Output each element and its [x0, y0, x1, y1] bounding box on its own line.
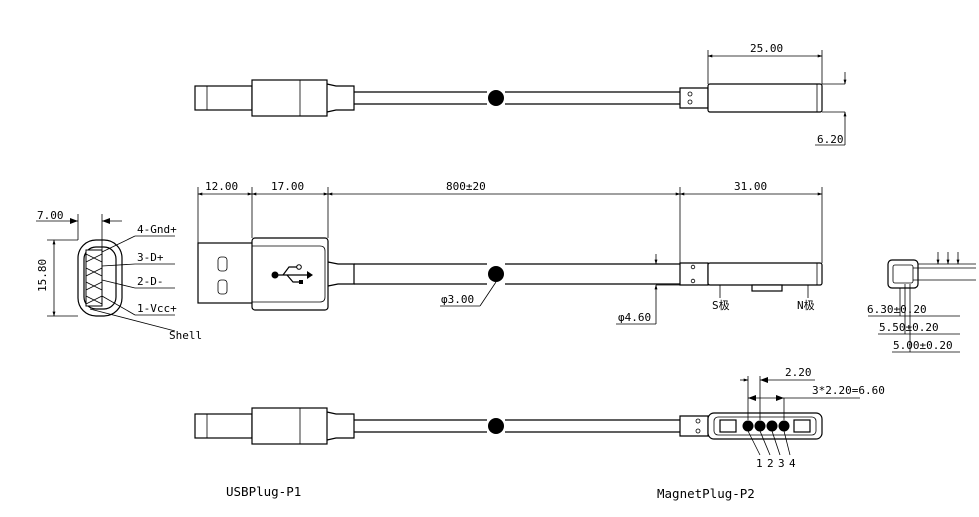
- contact-number-2: 2: [767, 457, 774, 470]
- pin-dplus-label: 3-D+: [137, 251, 164, 264]
- middle-cable-break: [488, 266, 504, 282]
- dim-right-550: 5.50±0.20: [879, 321, 939, 334]
- dim-top-25: 25.00: [750, 42, 783, 55]
- usb-a-body: [251, 237, 329, 311]
- magnet-end-outer: [887, 259, 919, 289]
- magnet-head-side: [707, 262, 823, 286]
- dim-mid-31: 31.00: [734, 180, 767, 193]
- top-cable-view: [194, 50, 847, 146]
- contact-number-3: 3: [778, 457, 785, 470]
- dim-right-630: 6.30±0.20: [867, 303, 927, 316]
- dim-mid-12: 12.00: [205, 180, 238, 193]
- contact-number-1: 1: [756, 457, 763, 470]
- bottom-usb-tip: [194, 413, 253, 439]
- magnet-end-view: [868, 252, 976, 353]
- pole-n-label: N极: [797, 298, 815, 312]
- usb-a-metal-shell: [197, 242, 255, 304]
- contact-pin-4: [778, 420, 790, 432]
- caption-usb-plug: USBPlug-P1: [226, 484, 301, 499]
- contact-pin-3: [766, 420, 778, 432]
- dim-right-500: 5.00±0.20: [893, 339, 953, 352]
- top-strain-relief: [326, 83, 355, 113]
- usb-logo-icon: [271, 264, 313, 284]
- top-usb-body: [251, 79, 328, 117]
- dim-left-700: 7.00: [37, 209, 64, 222]
- pin-vcc-label: 1-Vcc+: [137, 302, 177, 315]
- dim-bot-220: 2.20: [785, 366, 812, 379]
- top-usb-tip: [194, 85, 253, 111]
- contact-pin-2: [754, 420, 766, 432]
- top-magnet-head: [707, 83, 823, 113]
- caption-magnet-plug: MagnetPlug-P2: [657, 486, 755, 501]
- dim-left-1580: 15.80: [36, 259, 49, 292]
- contact-number-4: 4: [789, 457, 796, 470]
- dim-mid-17: 17.00: [271, 180, 304, 193]
- dim-mid-800: 800±20: [446, 180, 486, 193]
- bottom-usb-body: [251, 407, 328, 445]
- bottom-cable-view: [194, 376, 860, 456]
- pin-dminus-label: 2-D-: [137, 275, 164, 288]
- middle-cable-view: [197, 187, 823, 325]
- contact-pin-1: [742, 420, 754, 432]
- pole-s-label: S极: [712, 298, 730, 312]
- dim-dia-460: φ4.60: [618, 311, 651, 324]
- bottom-cable-break: [488, 418, 504, 434]
- dim-bot-660: 3*2.20=6.60: [812, 384, 885, 397]
- dim-dia-300: φ3.00: [441, 293, 474, 306]
- pin-gnd-label: 4-Gnd+: [137, 223, 177, 236]
- magnet-contact-block: [751, 284, 783, 292]
- top-cable-break: [488, 90, 504, 106]
- usb-face-view: [36, 214, 176, 332]
- shell-label: Shell: [169, 329, 202, 342]
- dim-top-620: 6.20: [817, 133, 844, 146]
